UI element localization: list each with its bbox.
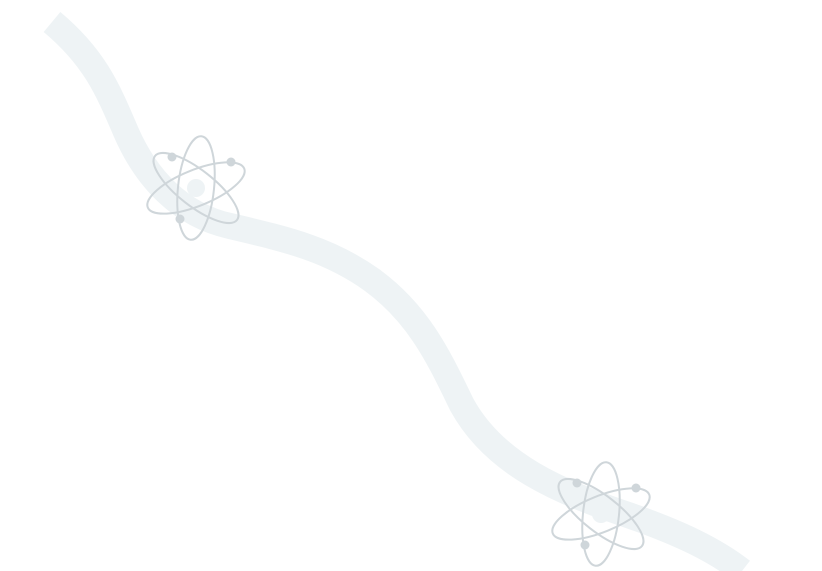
- atom-nucleus: [592, 505, 610, 523]
- electron-dot: [631, 483, 641, 493]
- electron-dot: [580, 540, 590, 550]
- atom-icon: [146, 135, 246, 241]
- atom-orbit: [146, 161, 246, 215]
- atom-orbit: [176, 135, 216, 241]
- atom-nucleus: [187, 179, 205, 197]
- electron-dot: [167, 152, 177, 162]
- atom-orbit: [152, 151, 240, 225]
- electron-dot: [175, 214, 185, 224]
- electron-dot: [226, 157, 236, 167]
- atom-icon: [551, 461, 651, 567]
- atom-orbit: [581, 461, 621, 567]
- atom-orbit: [551, 487, 651, 541]
- electron-dot: [572, 478, 582, 488]
- atom-orbit: [557, 477, 645, 551]
